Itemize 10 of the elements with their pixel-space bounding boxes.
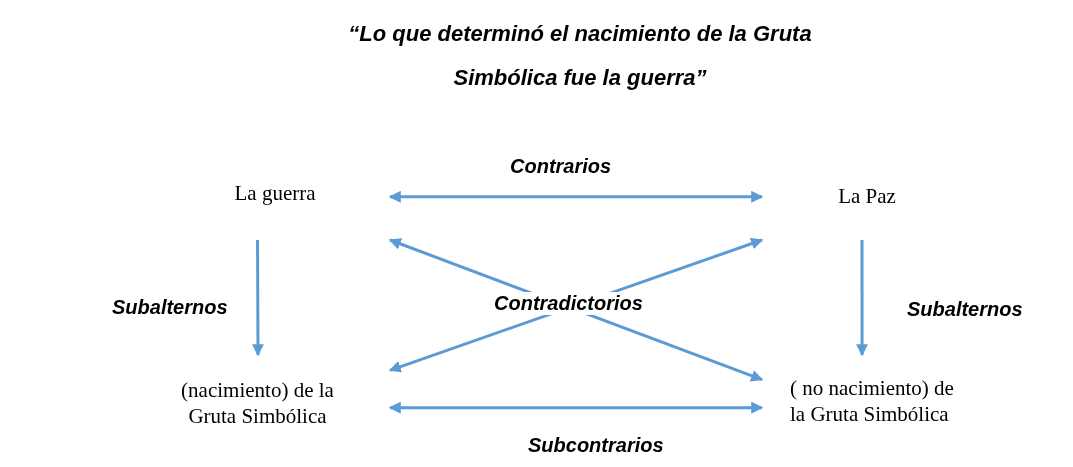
node-text: La guerra [233, 180, 317, 206]
node-text: La Paz [837, 183, 897, 209]
arrow [388, 401, 764, 414]
arrow [856, 240, 869, 357]
title: “Lo que determinó el nacimiento de la Gruta Simbólica fue la guerra” [347, 20, 813, 92]
node-text: ( no nacimiento) de la Gruta Simbólica [790, 375, 955, 427]
edge-label: Contradictorios [492, 292, 645, 315]
node-text: (nacimiento) de la Gruta Simbólica [180, 377, 335, 429]
arrow [388, 190, 764, 203]
arrow [251, 240, 264, 357]
